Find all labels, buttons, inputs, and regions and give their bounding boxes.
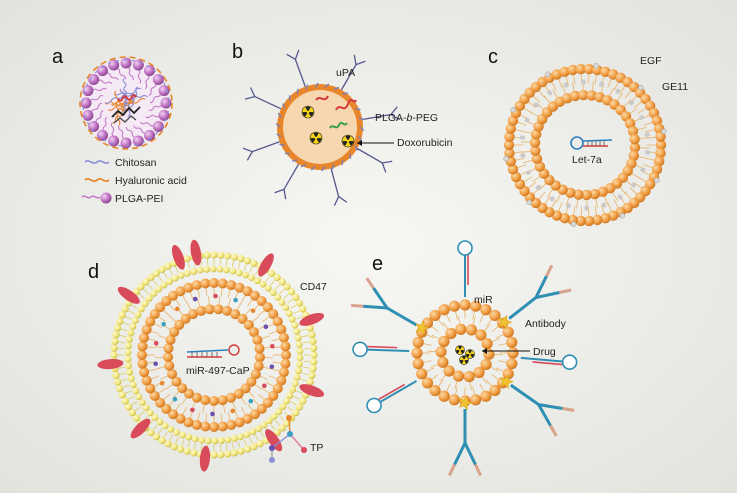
legend-plga-pei: PLGA-PEI — [115, 193, 163, 205]
tp-molecule — [262, 383, 267, 388]
tp-molecule — [153, 361, 158, 366]
egf-ligand — [527, 200, 532, 205]
nanoparticle-core — [283, 90, 357, 164]
antibody-label: Antibody — [525, 318, 567, 330]
tp-molecule — [193, 297, 198, 302]
tp-molecule — [213, 294, 218, 299]
panel-a-letter: a — [52, 46, 64, 68]
drug-label: Drug — [533, 346, 556, 358]
tp-molecule — [233, 298, 238, 303]
tp-molecule — [190, 408, 195, 413]
egf-ligand — [594, 63, 599, 68]
tp-molecule — [270, 364, 275, 369]
tp-molecule — [175, 307, 180, 312]
upa-label: uPA — [336, 67, 355, 79]
tp-molecule — [264, 325, 269, 330]
panel-c-letter: c — [488, 46, 498, 68]
egf-ligand — [661, 129, 666, 134]
ge11-peptide — [645, 150, 650, 155]
ge11-peptide — [520, 135, 525, 140]
tp-molecule — [248, 399, 253, 404]
egf-ligand — [511, 107, 516, 112]
mir-hairpin-loop-icon — [367, 399, 381, 413]
tp-molecule — [251, 308, 256, 313]
mir-hairpin-loop-icon — [563, 355, 577, 369]
antibody-arm — [363, 306, 387, 308]
plga-b-peg-label: PLGA-b-PEG — [375, 112, 438, 124]
legend-chitosan: Chitosan — [115, 157, 157, 169]
tp-molecule — [210, 412, 215, 417]
let-7a-label: Let-7a — [572, 154, 602, 166]
mir-hairpin-loop-icon — [353, 342, 367, 356]
egf-ligand — [620, 213, 625, 218]
ge11-label: GE11 — [662, 81, 688, 93]
tp-label: TP — [310, 442, 323, 454]
panel-b-letter: b — [232, 41, 243, 63]
egf-ligand — [504, 156, 509, 161]
legend-hyaluronic-acid: Hyaluronic acid — [115, 175, 187, 187]
plga-pei-legend-icon — [101, 193, 112, 204]
panel-d-letter: d — [88, 261, 99, 283]
mir-label: miR — [474, 294, 493, 306]
mir-497-cap-label: miR-497-CaP — [186, 365, 250, 377]
egf-ligand — [545, 72, 550, 77]
egf-ligand — [638, 85, 643, 90]
mir-hairpin-loop-icon — [458, 241, 472, 255]
doxorubicin-label: Doxorubicin — [397, 137, 453, 149]
tp-molecule — [154, 341, 159, 346]
egf-label: EGF — [640, 55, 662, 67]
tp-molecule — [161, 322, 166, 327]
ge11-peptide — [582, 79, 586, 84]
ge11-peptide — [584, 205, 588, 210]
panel-e-letter: e — [372, 253, 383, 275]
tp-molecule — [270, 344, 275, 349]
tp-molecule — [160, 381, 165, 386]
cd47-label: CD47 — [300, 281, 327, 293]
egf-ligand — [571, 222, 576, 227]
egf-ligand — [654, 178, 659, 183]
tp-molecule — [173, 397, 178, 402]
tp-molecule — [230, 409, 235, 414]
